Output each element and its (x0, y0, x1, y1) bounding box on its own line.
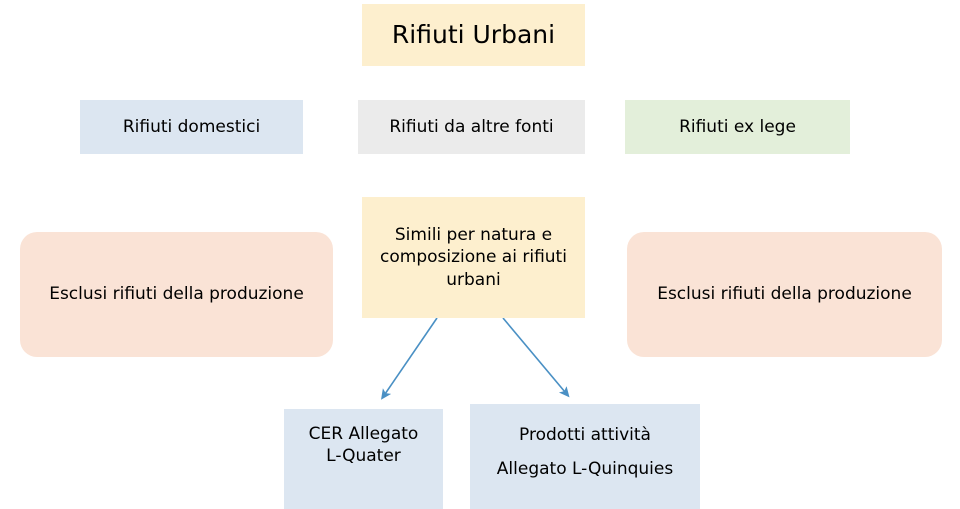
arrow-simili-to-cer (381, 317, 438, 400)
node-rifiuti-domestici: Rifiuti domestici (80, 100, 303, 154)
arrow-simili-to-prodotti (502, 317, 570, 398)
node-esclusi-rifiuti-produzione-right: Esclusi rifiuti della produzione (627, 232, 942, 357)
node-rifiuti-da-altre-fonti: Rifiuti da altre fonti (358, 100, 585, 154)
node-rifiuti-ex-lege: Rifiuti ex lege (625, 100, 850, 154)
node-rifiuti-urbani: Rifiuti Urbani (362, 4, 585, 66)
node-prodotti-attivita-allegato-l-quinquies: Prodotti attività Allegato L-Quinquies (470, 404, 700, 509)
node-esclusi-rifiuti-produzione-left: Esclusi rifiuti della produzione (20, 232, 333, 357)
node-cer-allegato-l-quater: CER Allegato L-Quater (284, 409, 443, 509)
node-simili-per-natura-composizione: Simili per natura e composizione ai rifi… (362, 197, 585, 318)
